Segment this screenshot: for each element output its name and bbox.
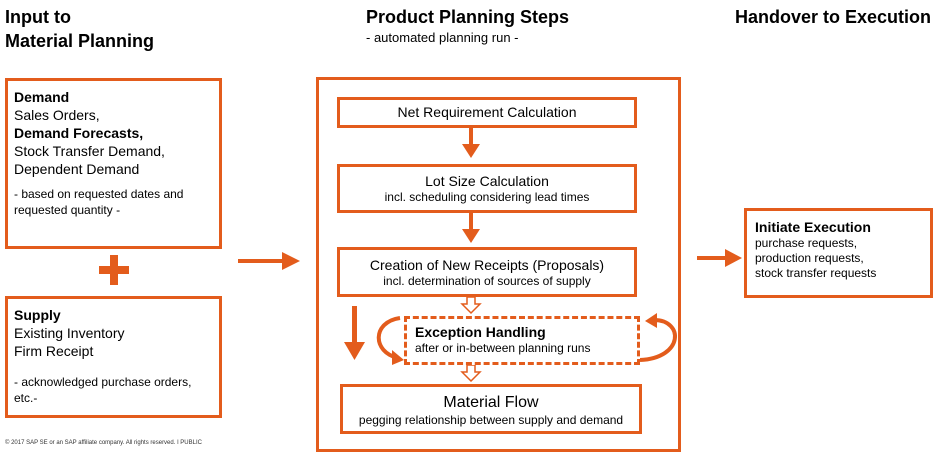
planning-container [316,77,681,452]
execution-title: Initiate Execution [755,219,871,235]
demand-item: Sales Orders, [14,107,100,123]
execution-item: purchase requests, [755,236,858,250]
header-planning-subtitle: - automated planning run - [366,30,519,45]
exception-handling-step: Exception Handling after or in-between p… [404,316,640,365]
header-input-line2: Material Planning [5,31,155,51]
supply-box: Supply Existing Inventory Firm Receipt -… [5,296,222,418]
plus-icon [99,255,129,285]
lot-size-step: Lot Size Calculation incl. scheduling co… [337,164,637,213]
material-flow-title: Material Flow [443,394,539,411]
supply-item: Existing Inventory [14,325,125,341]
header-planning-title: Product Planning Steps [366,7,570,27]
curved-arrow-icon [376,316,404,365]
demand-note: - based on requested dates and [14,187,184,201]
supply-item: Firm Receipt [14,343,94,359]
supply-note: - acknowledged purchase orders, [14,375,192,389]
exception-desc: after or in-between planning runs [415,341,591,355]
exception-title: Exception Handling [415,324,546,340]
demand-title: Demand [14,89,70,105]
demand-note: requested quantity - [14,203,121,217]
net-requirement-label: Net Requirement Calculation [397,104,577,120]
arrow-right-icon [697,249,742,267]
header-execution: Handover to Execution [735,7,932,27]
supply-title: Supply [14,307,61,323]
demand-box: Demand Sales Orders, Demand Forecasts, S… [5,78,222,249]
copyright-footer: © 2017 SAP SE or an SAP affiliate compan… [5,440,202,446]
header-input: Input to Material Planning [5,7,154,52]
demand-item: Dependent Demand [14,161,140,177]
receipts-title: Creation of New Receipts (Proposals) [369,257,605,273]
execution-item: production requests, [755,251,864,265]
arrow-down-icon [462,128,480,158]
arrow-down-icon [462,213,480,243]
hollow-arrow-down-icon [460,296,482,315]
curved-arrow-icon [639,313,677,362]
arrow-right-icon [238,252,300,270]
execution-item: stock transfer requests [755,266,877,280]
net-requirement-step: Net Requirement Calculation [337,97,637,128]
demand-item: Demand Forecasts, [14,125,144,141]
lot-size-desc: incl. scheduling considering lead times [384,190,590,204]
execution-box: Initiate Execution purchase requests, pr… [744,208,933,298]
demand-item: Stock Transfer Demand, [14,143,165,159]
header-input-line1: Input to [5,7,71,27]
receipts-step: Creation of New Receipts (Proposals) inc… [337,247,637,297]
hollow-arrow-down-icon [460,364,482,383]
material-flow-desc: pegging relationship between supply and … [358,413,624,427]
receipts-desc: incl. determination of sources of supply [383,274,591,288]
material-flow-step: Material Flow pegging relationship betwe… [340,384,642,434]
lot-size-title: Lot Size Calculation [425,173,549,189]
arrow-down-icon [344,306,365,360]
supply-note: etc.- [14,391,38,405]
